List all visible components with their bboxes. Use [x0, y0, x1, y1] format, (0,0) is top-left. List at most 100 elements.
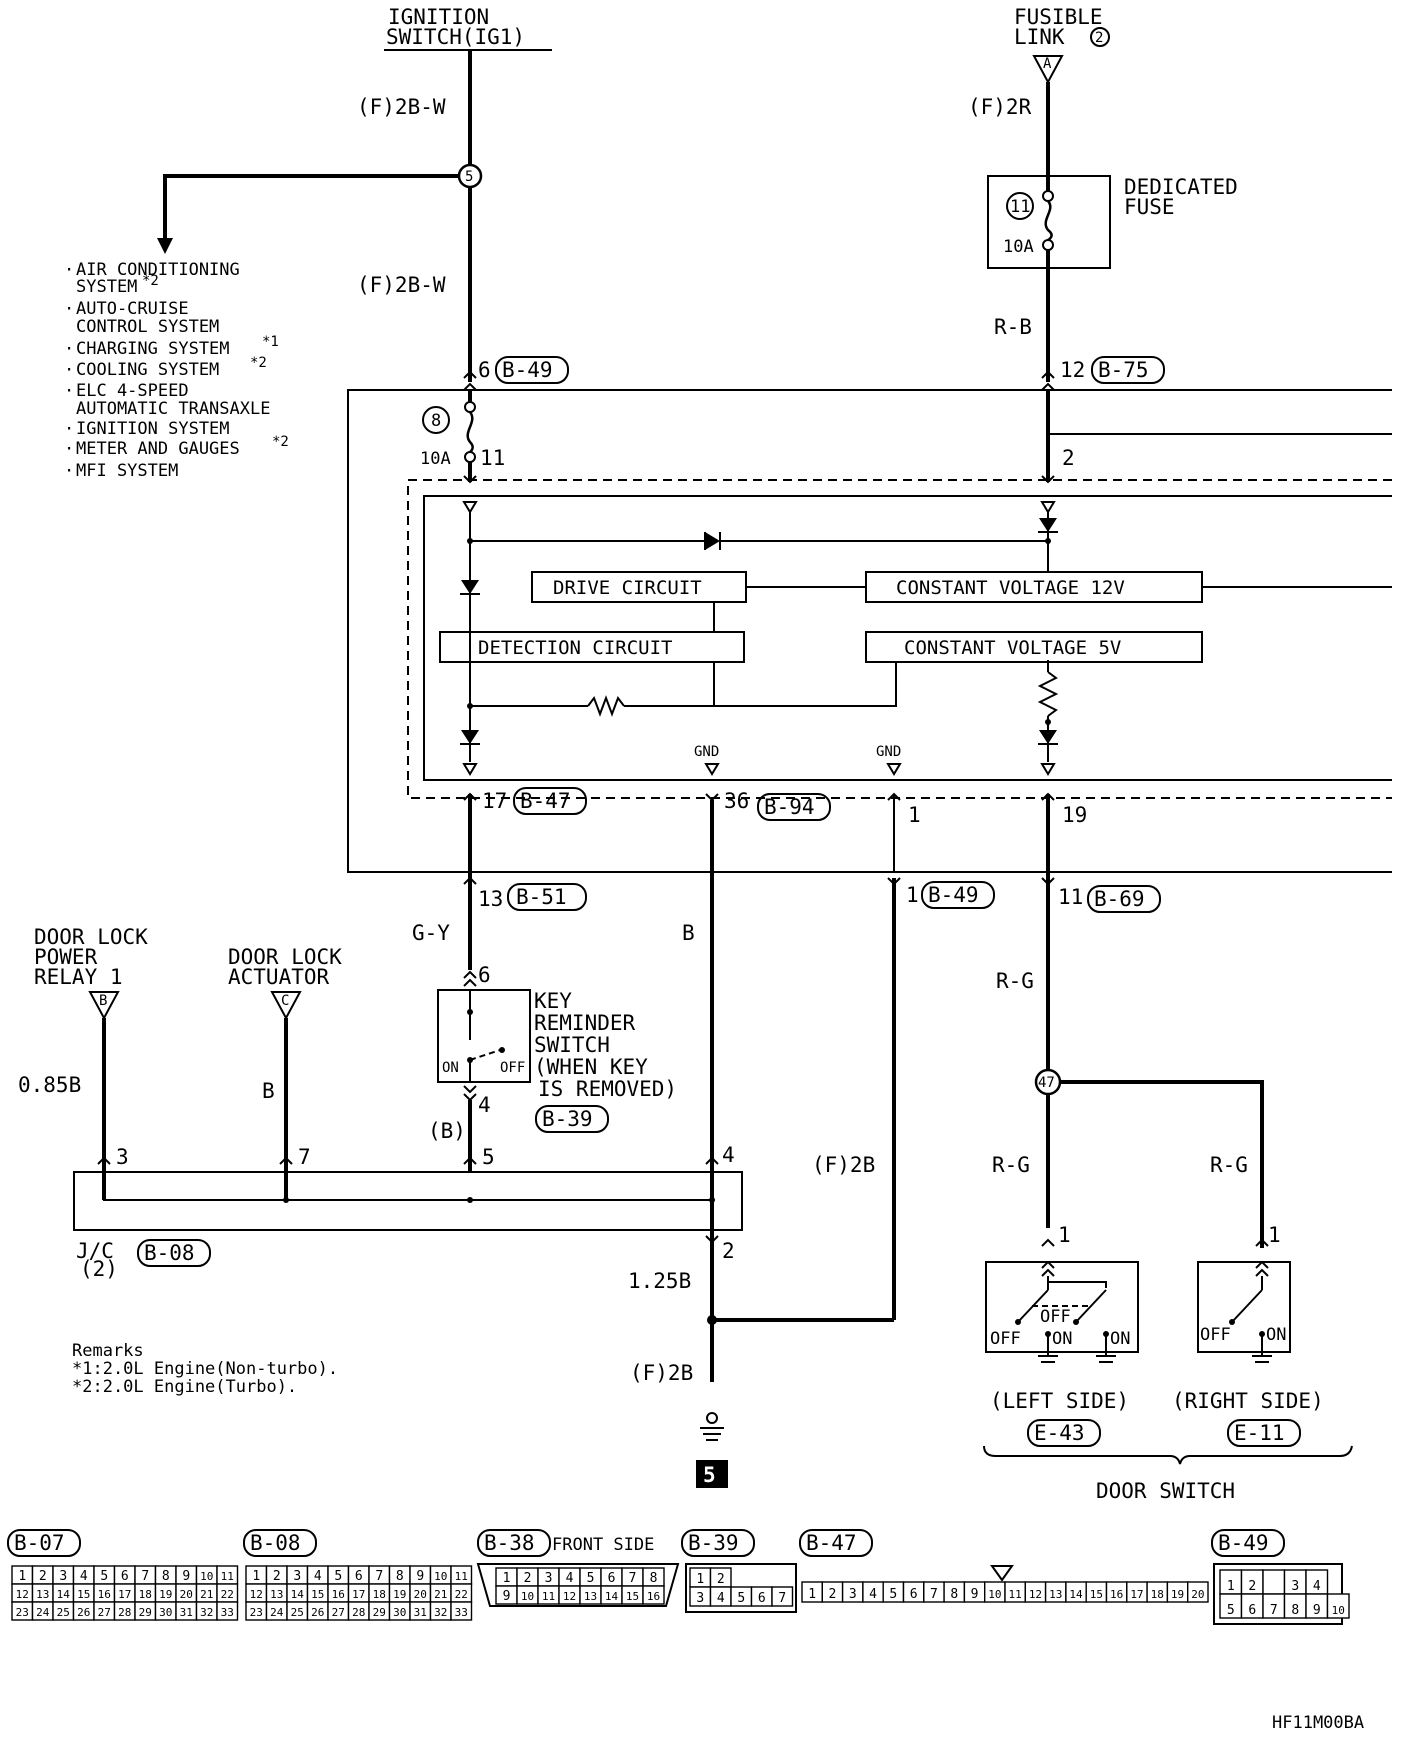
b38-pin-cell: [642, 1585, 665, 1605]
b08-pin-label: 4: [314, 1569, 322, 1584]
ignition-switch-source: IGNITION SWITCH(IG1): [384, 5, 552, 51]
dlpr-conn: B: [99, 993, 107, 1009]
wire-rg-right: R-G: [1210, 1153, 1248, 1177]
b07-pin-label: 15: [77, 1588, 90, 1601]
ds-right-side: (RIGHT SIDE): [1172, 1389, 1324, 1413]
b47-pin-label: 7: [930, 1587, 938, 1602]
fusible-label-2: LINK: [1014, 25, 1065, 49]
b07-pin-label: 29: [139, 1606, 152, 1619]
wire-gy: G-Y: [412, 921, 450, 945]
pin-19: 19: [1062, 803, 1087, 827]
conn-b39-label: B-39: [688, 1531, 739, 1555]
drive-circuit-label: DRIVE CIRCUIT: [553, 577, 702, 599]
sys-4: CHARGING SYSTEM: [76, 339, 230, 359]
wire-f2r: (F)2R: [968, 95, 1032, 119]
b08-pin-label: 24: [270, 1606, 284, 1619]
b07-pin-label: 32: [200, 1606, 213, 1619]
ks-conn: B-39: [542, 1107, 593, 1131]
dedicated-fuse-rating: 10A: [1003, 237, 1034, 257]
sys-9: METER AND GAUGES: [76, 439, 240, 459]
b47-pin-label: 9: [971, 1587, 979, 1602]
wire-b-actuator: B: [262, 1079, 275, 1103]
b38-pin-label: 3: [545, 1571, 553, 1586]
internal-fuse-num: 8: [431, 411, 441, 431]
b47-pin-label: 17: [1130, 1588, 1143, 1601]
ignition-label-1: IGNITION: [388, 5, 489, 29]
svg-text:·: ·: [64, 260, 74, 280]
svg-text:·: ·: [64, 419, 74, 439]
b38-pin-label: 12: [563, 1590, 576, 1603]
b47-pin-label: 18: [1151, 1588, 1164, 1601]
b07-pin-label: 12: [16, 1588, 29, 1601]
sys-5: COOLING SYSTEM: [76, 360, 219, 380]
remarks-2: *2:2.0L Engine(Turbo).: [72, 1377, 297, 1397]
conn-b49-a: B-49: [502, 358, 553, 382]
b08-pin-label: 16: [332, 1588, 345, 1601]
b47-pin-label: 5: [889, 1587, 897, 1602]
b47-pin-label: 6: [910, 1587, 918, 1602]
b47-pin-label: 10: [988, 1588, 1001, 1601]
b47-pin-label: 16: [1110, 1588, 1123, 1601]
jc-pin-3: 3: [116, 1145, 129, 1169]
b07-pin-label: 6: [121, 1569, 129, 1584]
b39-pin-label: 7: [778, 1591, 786, 1606]
b07-pin-label: 1: [18, 1569, 26, 1584]
b08-pin-label: 12: [250, 1588, 263, 1601]
pin-17: 17: [482, 789, 507, 813]
b08-pin-label: 15: [311, 1588, 324, 1601]
b08-pin-label: 17: [352, 1588, 365, 1601]
b49-pin-label: 3: [1291, 1579, 1299, 1594]
ground-point-icon: [696, 1460, 728, 1488]
dlpr-label-1: DOOR LOCK: [34, 925, 148, 949]
b08-pin-label: 14: [291, 1588, 305, 1601]
cv5-label: CONSTANT VOLTAGE 5V: [904, 637, 1121, 659]
pin-2: 2: [1062, 446, 1075, 470]
ds-left-on1: ON: [1052, 1329, 1072, 1349]
b07-pin-label: 28: [118, 1606, 131, 1619]
dedicated-fuse-label-2: FUSE: [1124, 195, 1175, 219]
svg-text:·: ·: [64, 439, 74, 459]
b38-pin-label: 13: [584, 1590, 597, 1603]
b07-pin-label: 27: [98, 1606, 111, 1619]
b07-pin-label: 33: [221, 1606, 234, 1619]
wire-rg-top: R-G: [996, 969, 1034, 993]
b08-pin-label: 7: [375, 1569, 383, 1584]
b07-pin-label: 11: [221, 1570, 234, 1583]
b49-pin-label: 8: [1291, 1603, 1299, 1618]
b39-pin-label: 3: [696, 1591, 704, 1606]
b08-pin-label: 27: [332, 1606, 345, 1619]
b49-pin-label: 9: [1313, 1603, 1321, 1618]
ds-left-conn: E-43: [1034, 1421, 1085, 1445]
b07-pin-label: 13: [36, 1588, 49, 1601]
conn-b47: B-47: [520, 789, 571, 813]
b38-pin-label: 5: [587, 1571, 595, 1586]
ks-pin-4: 4: [478, 1093, 491, 1117]
b08-pin-label: 2: [273, 1569, 281, 1584]
sys-10: MFI SYSTEM: [76, 461, 178, 481]
svg-text:·: ·: [64, 339, 74, 359]
b38-pin-label: 10: [521, 1590, 534, 1603]
ds-right-on: ON: [1266, 1325, 1286, 1345]
b08-pin-label: 19: [393, 1588, 406, 1601]
b49-pin-label: 2: [1248, 1579, 1256, 1594]
b47-pin-label: 2: [829, 1587, 837, 1602]
ignition-label-2: SWITCH(IG1): [386, 25, 525, 49]
svg-text:·: ·: [64, 299, 74, 319]
b07-pin-label: 17: [118, 1588, 131, 1601]
b08-pin-label: 29: [373, 1606, 386, 1619]
b07-pin-label: 5: [100, 1569, 108, 1584]
conn-b47-label: B-47: [806, 1531, 857, 1555]
internal-fuse-rating: 10A: [420, 449, 451, 469]
ks-label-4: (WHEN KEY: [534, 1055, 648, 1079]
b08-pin-label: 3: [293, 1569, 301, 1584]
fusible-label-1: FUSIBLE: [1014, 5, 1103, 29]
jc-conn: B-08: [144, 1241, 195, 1265]
dlpr-label-3: RELAY 1: [34, 965, 123, 989]
b38-pin-label: 6: [608, 1571, 616, 1586]
b47-pin-label: 14: [1069, 1588, 1083, 1601]
wire-f2bw-top: (F)2B-W: [357, 95, 446, 119]
fusible-num: 2: [1095, 30, 1103, 46]
